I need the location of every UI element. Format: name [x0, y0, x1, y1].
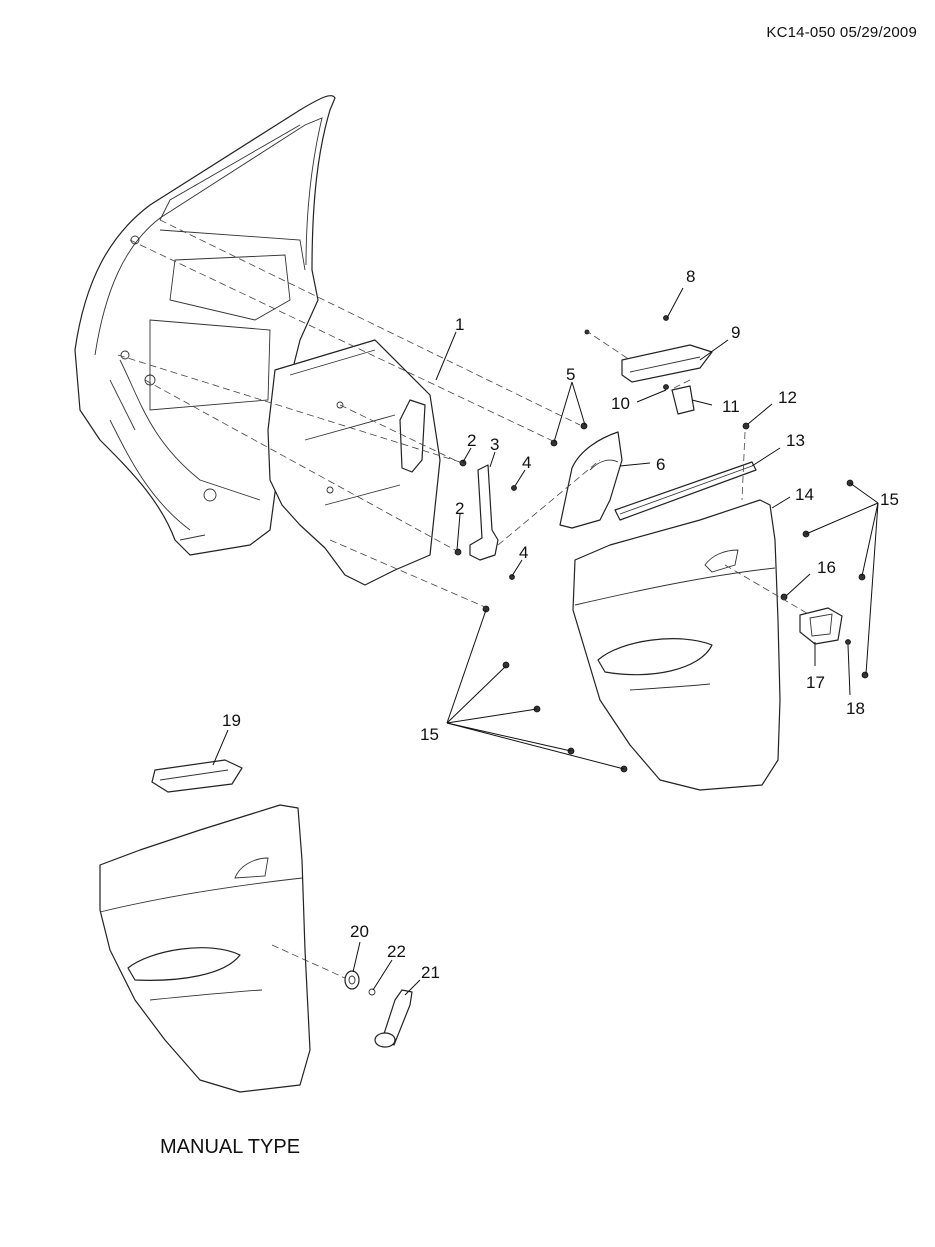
window-crank-assembly	[344, 970, 413, 1048]
callout-3: 3	[490, 435, 499, 454]
callout-21: 21	[421, 963, 440, 982]
water-deflector	[267, 339, 441, 586]
callout-4-upper: 4	[522, 453, 531, 472]
callout-labels: 1 2 2 3 4 4 5 6 8 9 10 11 12 13 14 15 15…	[222, 267, 899, 982]
callout-4-lower: 4	[519, 543, 528, 562]
door-trim-panel	[572, 499, 781, 791]
pull-handle-bracket	[469, 464, 499, 561]
alignment-lines	[117, 219, 811, 979]
pull-cup	[559, 431, 623, 529]
manual-door-trim-panel	[99, 804, 311, 1093]
callout-15-lower: 15	[420, 725, 439, 744]
callout-10: 10	[611, 394, 630, 413]
inside-door-handle	[799, 607, 843, 645]
callout-6: 6	[656, 455, 665, 474]
callout-9: 9	[731, 323, 740, 342]
manual-switch-bezel	[151, 759, 243, 793]
callout-17: 17	[806, 673, 825, 692]
callout-19: 19	[222, 711, 241, 730]
fasteners	[454, 315, 869, 773]
manual-type-caption: MANUAL TYPE	[160, 1136, 301, 1158]
callout-15-right: 15	[880, 490, 899, 509]
belt-molding	[614, 461, 757, 521]
callout-20: 20	[350, 922, 369, 941]
callout-8: 8	[686, 267, 695, 286]
callout-18: 18	[846, 699, 865, 718]
callout-1: 1	[455, 315, 464, 334]
callout-22: 22	[387, 942, 406, 961]
callout-2-lower: 2	[455, 499, 464, 518]
callout-5: 5	[566, 365, 575, 384]
leader-lines	[212, 287, 879, 996]
switch-bezel	[621, 344, 713, 383]
callout-2-upper: 2	[467, 431, 476, 450]
callout-16: 16	[817, 558, 836, 577]
callout-11: 11	[722, 397, 740, 416]
window-switch	[671, 385, 695, 415]
callout-14: 14	[795, 485, 814, 504]
document-reference: KC14-050 05/29/2009	[766, 24, 917, 41]
callout-13: 13	[786, 431, 805, 450]
callout-12: 12	[778, 388, 797, 407]
